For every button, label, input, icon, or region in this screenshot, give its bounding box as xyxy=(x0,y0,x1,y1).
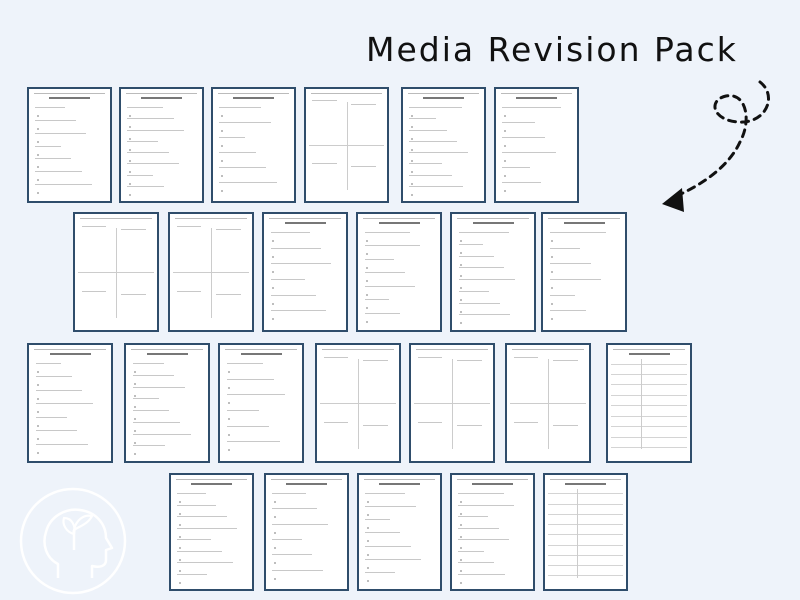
worksheet-thumbnail xyxy=(73,212,159,332)
worksheet-thumbnail xyxy=(357,473,442,591)
worksheet-thumbnail xyxy=(27,343,113,463)
worksheet-thumbnail xyxy=(450,473,535,591)
dashed-curved-arrow-icon xyxy=(662,80,770,212)
page-title: Media Revision Pack xyxy=(366,30,738,69)
worksheet-thumbnail xyxy=(356,212,442,332)
worksheet-thumbnail xyxy=(119,87,204,203)
worksheet-thumbnail xyxy=(541,212,627,332)
worksheet-thumbnail xyxy=(218,343,304,463)
worksheet-thumbnail xyxy=(450,212,536,332)
worksheet-thumbnail xyxy=(264,473,349,591)
worksheet-thumbnail xyxy=(211,87,296,203)
worksheet-thumbnail xyxy=(169,473,254,591)
worksheet-thumbnail xyxy=(27,87,112,203)
worksheet-thumbnail xyxy=(409,343,495,463)
worksheet-thumbnail xyxy=(494,87,579,203)
worksheet-thumbnail xyxy=(543,473,628,591)
worksheet-thumbnail xyxy=(505,343,591,463)
worksheet-thumbnail xyxy=(168,212,254,332)
worksheet-thumbnail xyxy=(262,212,348,332)
worksheet-thumbnail xyxy=(401,87,486,203)
worksheet-thumbnail xyxy=(304,87,389,203)
worksheet-thumbnail xyxy=(315,343,401,463)
head-sprout-logo-icon xyxy=(19,487,127,595)
worksheet-thumbnail xyxy=(606,343,692,463)
worksheet-thumbnail xyxy=(124,343,210,463)
